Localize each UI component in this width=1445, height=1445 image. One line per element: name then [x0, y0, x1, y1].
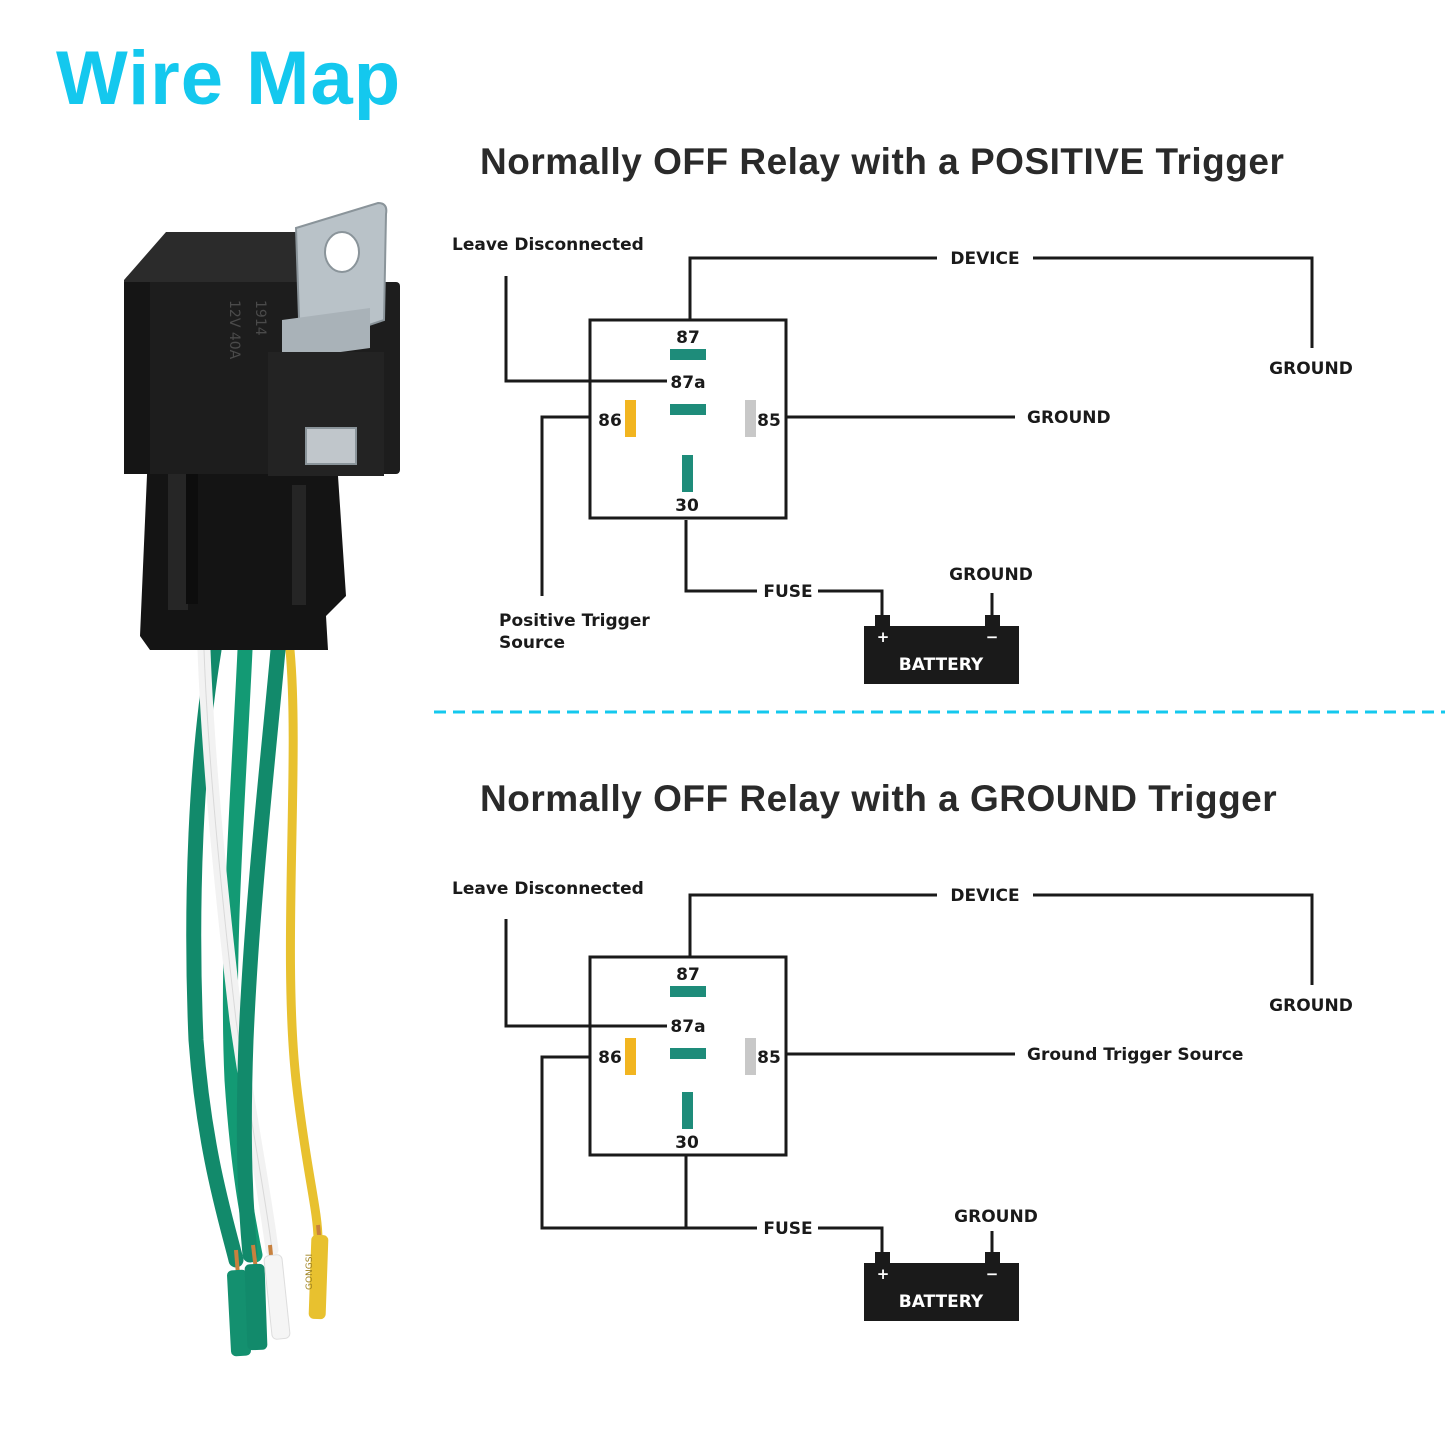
- battery-label: BATTERY: [899, 655, 984, 675]
- pin-87-label: 87: [676, 965, 700, 985]
- leave-disconnected-label: Leave Disconnected: [452, 879, 644, 899]
- pin-86-label: 86: [598, 411, 622, 431]
- fuse-label: FUSE: [763, 582, 812, 602]
- pin-87a-label: 87a: [670, 373, 705, 393]
- wire-fuse-to-battery: [818, 589, 884, 618]
- pin-30-marker: [682, 455, 693, 492]
- pin-87-label: 87: [676, 328, 700, 348]
- relay-photo: 12V 40A 1914 GONGSI: [124, 201, 400, 1357]
- pin-87-marker: [670, 986, 706, 997]
- green-wire-right: [236, 642, 286, 1263]
- pin-85-marker: [745, 1038, 756, 1075]
- pin85-ground-label: GROUND: [1027, 408, 1111, 428]
- battery-icon: + − BATTERY: [864, 615, 1019, 684]
- relay-box: [588, 955, 788, 1157]
- wire-30-to-fuse: [684, 520, 757, 593]
- trigger-source-label-line1: Positive Trigger: [499, 611, 650, 631]
- device-label: DEVICE: [950, 886, 1019, 906]
- pin-30-marker: [682, 1092, 693, 1129]
- battery-minus-symbol: −: [986, 628, 999, 646]
- pin-87a-marker: [670, 404, 706, 415]
- battery-label: BATTERY: [899, 1292, 984, 1312]
- wire-87-to-device: [688, 893, 937, 957]
- wire-device-to-ground: [1033, 893, 1314, 985]
- wire-86-to-30-junction: [540, 1055, 686, 1230]
- yellow-wire: [285, 645, 323, 1245]
- battery-plus-symbol: +: [877, 628, 890, 646]
- pin-87a-marker: [670, 1048, 706, 1059]
- wire-87-to-device: [688, 256, 937, 320]
- pin-86-marker: [625, 400, 636, 437]
- pin-87a-label: 87a: [670, 1017, 705, 1037]
- battery-minus-symbol: −: [986, 1265, 999, 1283]
- battery-plus-symbol: +: [877, 1265, 890, 1283]
- bracket-base: [282, 308, 370, 360]
- positive-trigger-diagram: 87 87a 86 85 30 Leave Disconnected DEVIC…: [452, 235, 1353, 684]
- battery-ground-label: GROUND: [949, 565, 1033, 585]
- ground-trigger-diagram: 87 87a 86 85 30 Leave Disconnected DEVIC…: [452, 879, 1353, 1321]
- ground-trigger-source-label: Ground Trigger Source: [1027, 1045, 1243, 1065]
- wiring-lines: [504, 893, 1314, 1255]
- relay-box: [588, 318, 788, 520]
- bracket-clip-window: [305, 427, 357, 465]
- bracket-hole: [324, 231, 360, 273]
- wire-86-to-trigger: [540, 415, 590, 596]
- trigger-source-label-line2: Source: [499, 633, 565, 653]
- wire-fuse-to-battery: [818, 1226, 884, 1255]
- battery-icon: + − BATTERY: [864, 1252, 1019, 1321]
- relay-case-side-shade: [124, 282, 150, 474]
- wire-87a-leave-disconnected: [504, 919, 667, 1028]
- page-title: Wire Map: [56, 36, 402, 121]
- wiring-lines: [504, 256, 1314, 618]
- wire-87a-leave-disconnected: [504, 276, 667, 383]
- pin-30-label: 30: [675, 1133, 699, 1153]
- pin-85-label: 85: [757, 411, 781, 431]
- relay-wires: [186, 642, 323, 1268]
- wire-device-to-ground: [1033, 256, 1314, 348]
- device-ground-label: GROUND: [1269, 359, 1353, 379]
- ground-trigger-title: Normally OFF Relay with a GROUND Trigger: [480, 778, 1278, 819]
- device-ground-label: GROUND: [1269, 996, 1353, 1016]
- socket-rib-right: [292, 485, 306, 605]
- relay-case-rating: 12V 40A: [226, 300, 242, 360]
- pin-87-marker: [670, 349, 706, 360]
- pin-30-label: 30: [675, 496, 699, 516]
- socket-rib: [168, 470, 188, 610]
- pin-86-marker: [625, 1038, 636, 1075]
- socket-rib-shadow: [186, 474, 198, 604]
- relay-case-part-number: 1914: [252, 300, 268, 336]
- wire-terminals: [227, 1234, 329, 1357]
- leave-disconnected-label: Leave Disconnected: [452, 235, 644, 255]
- wire-30-to-fuse: [684, 1156, 757, 1230]
- pin-85-label: 85: [757, 1048, 781, 1068]
- yellow-lead-print: GONGSI: [305, 1254, 315, 1290]
- battery-ground-label: GROUND: [954, 1207, 1038, 1227]
- positive-trigger-title: Normally OFF Relay with a POSITIVE Trigg…: [480, 141, 1285, 182]
- fuse-label: FUSE: [763, 1219, 812, 1239]
- device-label: DEVICE: [950, 249, 1019, 269]
- green-wire-left: [186, 642, 244, 1268]
- pin-86-label: 86: [598, 1048, 622, 1068]
- pin-85-marker: [745, 400, 756, 437]
- white-wire-outline: [203, 649, 273, 1251]
